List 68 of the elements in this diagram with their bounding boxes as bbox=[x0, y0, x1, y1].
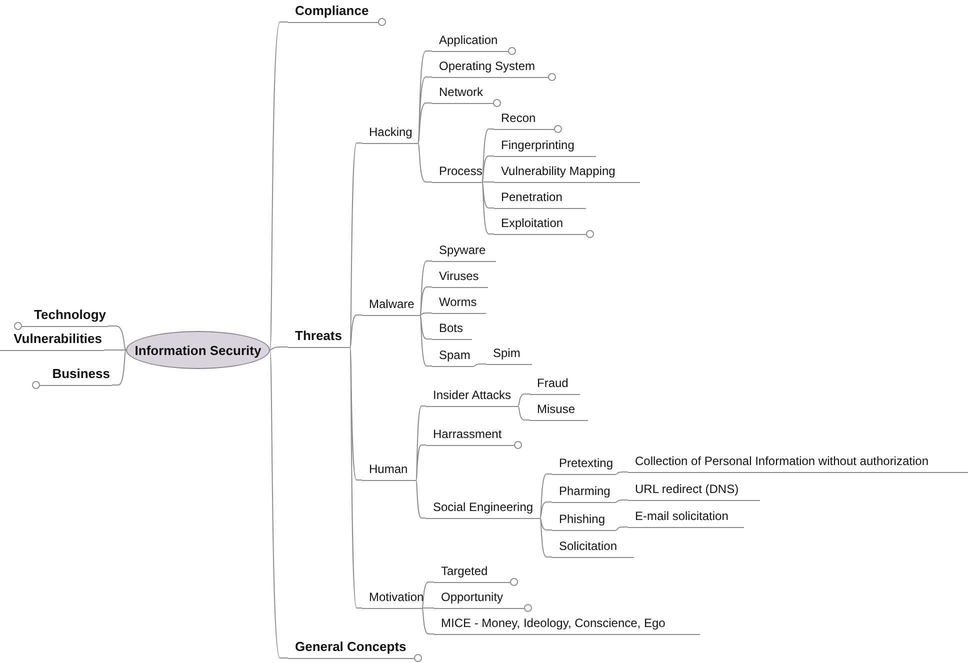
topic-text: Spim bbox=[493, 346, 520, 361]
topic-text: Recon bbox=[501, 111, 536, 126]
branch-line bbox=[418, 76, 432, 144]
topic-text: Social Engineering bbox=[433, 500, 534, 515]
topic-text: Malware bbox=[369, 297, 414, 312]
topic-text: MICE - Money, Ideology, Conscience, Ego bbox=[441, 616, 666, 631]
topic-text: Application bbox=[439, 33, 498, 48]
topic-text: Spam bbox=[439, 348, 470, 363]
branch-line bbox=[112, 350, 126, 386]
branch-line bbox=[420, 260, 432, 316]
topic-text: Spyware bbox=[439, 243, 486, 258]
topic-text: Process bbox=[439, 164, 482, 179]
topic-text: Viruses bbox=[439, 269, 479, 284]
branch-line bbox=[350, 314, 362, 348]
branch-line bbox=[420, 312, 432, 316]
branch-line bbox=[270, 22, 288, 350]
branch-line bbox=[482, 182, 494, 208]
topic-text: Opportunity bbox=[441, 590, 504, 605]
branch-line bbox=[418, 142, 432, 182]
branch-line bbox=[420, 286, 432, 316]
branch-line bbox=[518, 406, 530, 420]
branch-line bbox=[482, 156, 494, 182]
topic-text: Harrassment bbox=[433, 427, 502, 442]
topic-text: Human bbox=[369, 462, 408, 477]
branch-line bbox=[270, 346, 288, 350]
central-topic-ellipse bbox=[126, 331, 270, 369]
topic-text: Phishing bbox=[559, 512, 606, 527]
branch-line bbox=[418, 102, 432, 144]
branch-line bbox=[350, 346, 362, 480]
topic-text: Targeted bbox=[441, 564, 488, 579]
branch-line bbox=[540, 518, 552, 530]
topic-text: Information Security bbox=[134, 342, 262, 358]
topic-text: Insider Attacks bbox=[433, 388, 512, 403]
topic-text: Compliance bbox=[295, 3, 369, 18]
topic-text: General Concepts bbox=[295, 639, 406, 654]
topic-text: Penetration bbox=[501, 190, 562, 205]
branch-line bbox=[616, 472, 628, 474]
topic-text: Technology bbox=[34, 307, 106, 322]
branch-line bbox=[350, 346, 362, 608]
branch-line bbox=[474, 364, 486, 366]
branch-line bbox=[540, 502, 552, 518]
topic-text: Collection of Personal Information without authorization bbox=[635, 454, 928, 469]
branch-line bbox=[518, 394, 530, 406]
topic-text: E-mail solicitation bbox=[635, 509, 728, 524]
topic-text: Misuse bbox=[537, 402, 576, 417]
branch-line bbox=[616, 526, 628, 530]
topic-text: Threats bbox=[295, 328, 342, 343]
topic-text: Solicitation bbox=[559, 539, 618, 554]
topic-text: Fraud bbox=[537, 376, 568, 391]
topic-text: Operating System bbox=[439, 59, 536, 74]
topic-text: Network bbox=[439, 85, 484, 100]
topic-text: Fingerprinting bbox=[501, 138, 574, 153]
branch-line bbox=[270, 350, 288, 658]
topic-text: Vulnerabilities bbox=[14, 331, 102, 346]
topic-text: Hacking bbox=[369, 125, 412, 140]
topic-text: Vulnerability Mapping bbox=[501, 164, 616, 179]
topic-text: Worms bbox=[439, 295, 477, 310]
topic-text: Pharming bbox=[559, 484, 610, 499]
branch-line bbox=[616, 500, 628, 502]
branch-line bbox=[416, 444, 426, 480]
topic-text: Pretexting bbox=[559, 456, 614, 471]
topic-text: Exploitation bbox=[501, 216, 564, 231]
branch-line bbox=[420, 314, 432, 340]
topic-text: Motivation bbox=[369, 590, 424, 605]
topic-text: URL redirect (DNS) bbox=[635, 482, 739, 497]
topic-text: Business bbox=[52, 366, 110, 381]
branch-line bbox=[108, 326, 126, 350]
topic-text: Bots bbox=[439, 321, 464, 336]
